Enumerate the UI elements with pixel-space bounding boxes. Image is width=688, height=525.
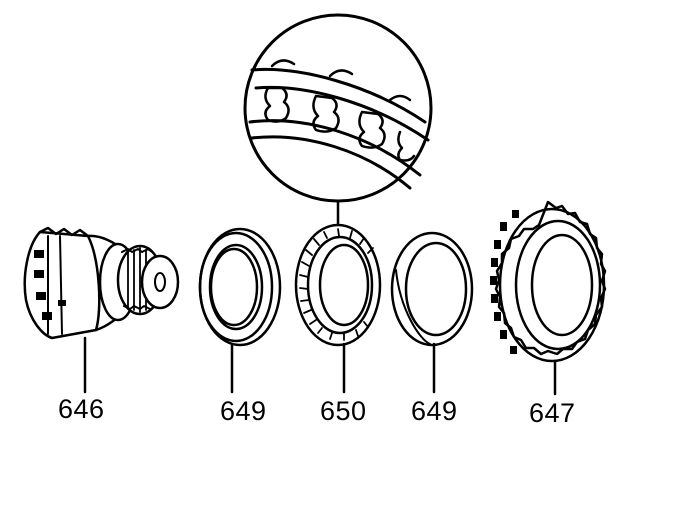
part-646-hub [23,226,180,340]
callout-647: 647 [529,398,576,428]
detail-magnifier [243,13,433,203]
callout-649-right: 649 [411,396,458,426]
callout-646: 646 [58,394,105,424]
part-649-washer-right [390,231,474,347]
callout-650: 650 [320,396,367,426]
part-647-clutch-ring [490,200,607,363]
part-649-washer-left [198,227,282,347]
callout-649-left: 649 [220,396,267,426]
part-650-sprag-clutch [294,223,382,347]
